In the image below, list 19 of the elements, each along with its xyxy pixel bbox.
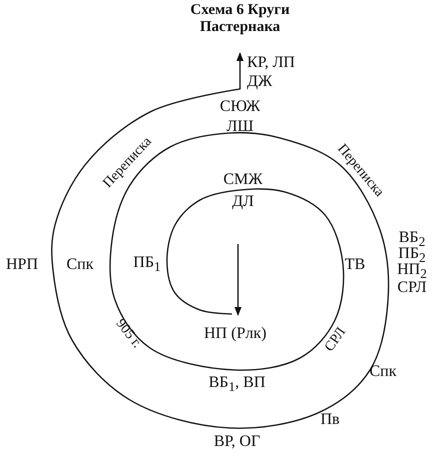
text-label: СМЖ [223,171,263,189]
text-label: ВБ$_{1}$, ВП [208,374,266,396]
text-label: ПБ$_{1}$ [133,254,161,276]
text-label: ТВ [344,256,366,274]
text-label: НП$_{2}$ [397,260,427,282]
text-label: СРЛ [397,279,427,297]
text-label: Пв [320,411,340,429]
text-label: НРП [6,256,38,274]
arrow [51,52,389,429]
node-label: НП (Рлк) [204,324,284,343]
text-label: Спк [66,256,94,274]
arrow [234,244,242,316]
node-label: КР, ЛП ДЖ [247,53,305,91]
text-label: ВР, ОГ [214,433,260,451]
text-label: ЛШ [226,118,254,136]
title: Схема 6 Круги Пастернака [189,2,291,36]
text-label: Спк [370,363,396,381]
text-label: ДЛ [232,193,254,211]
text-label: СЮЖ [220,98,260,116]
